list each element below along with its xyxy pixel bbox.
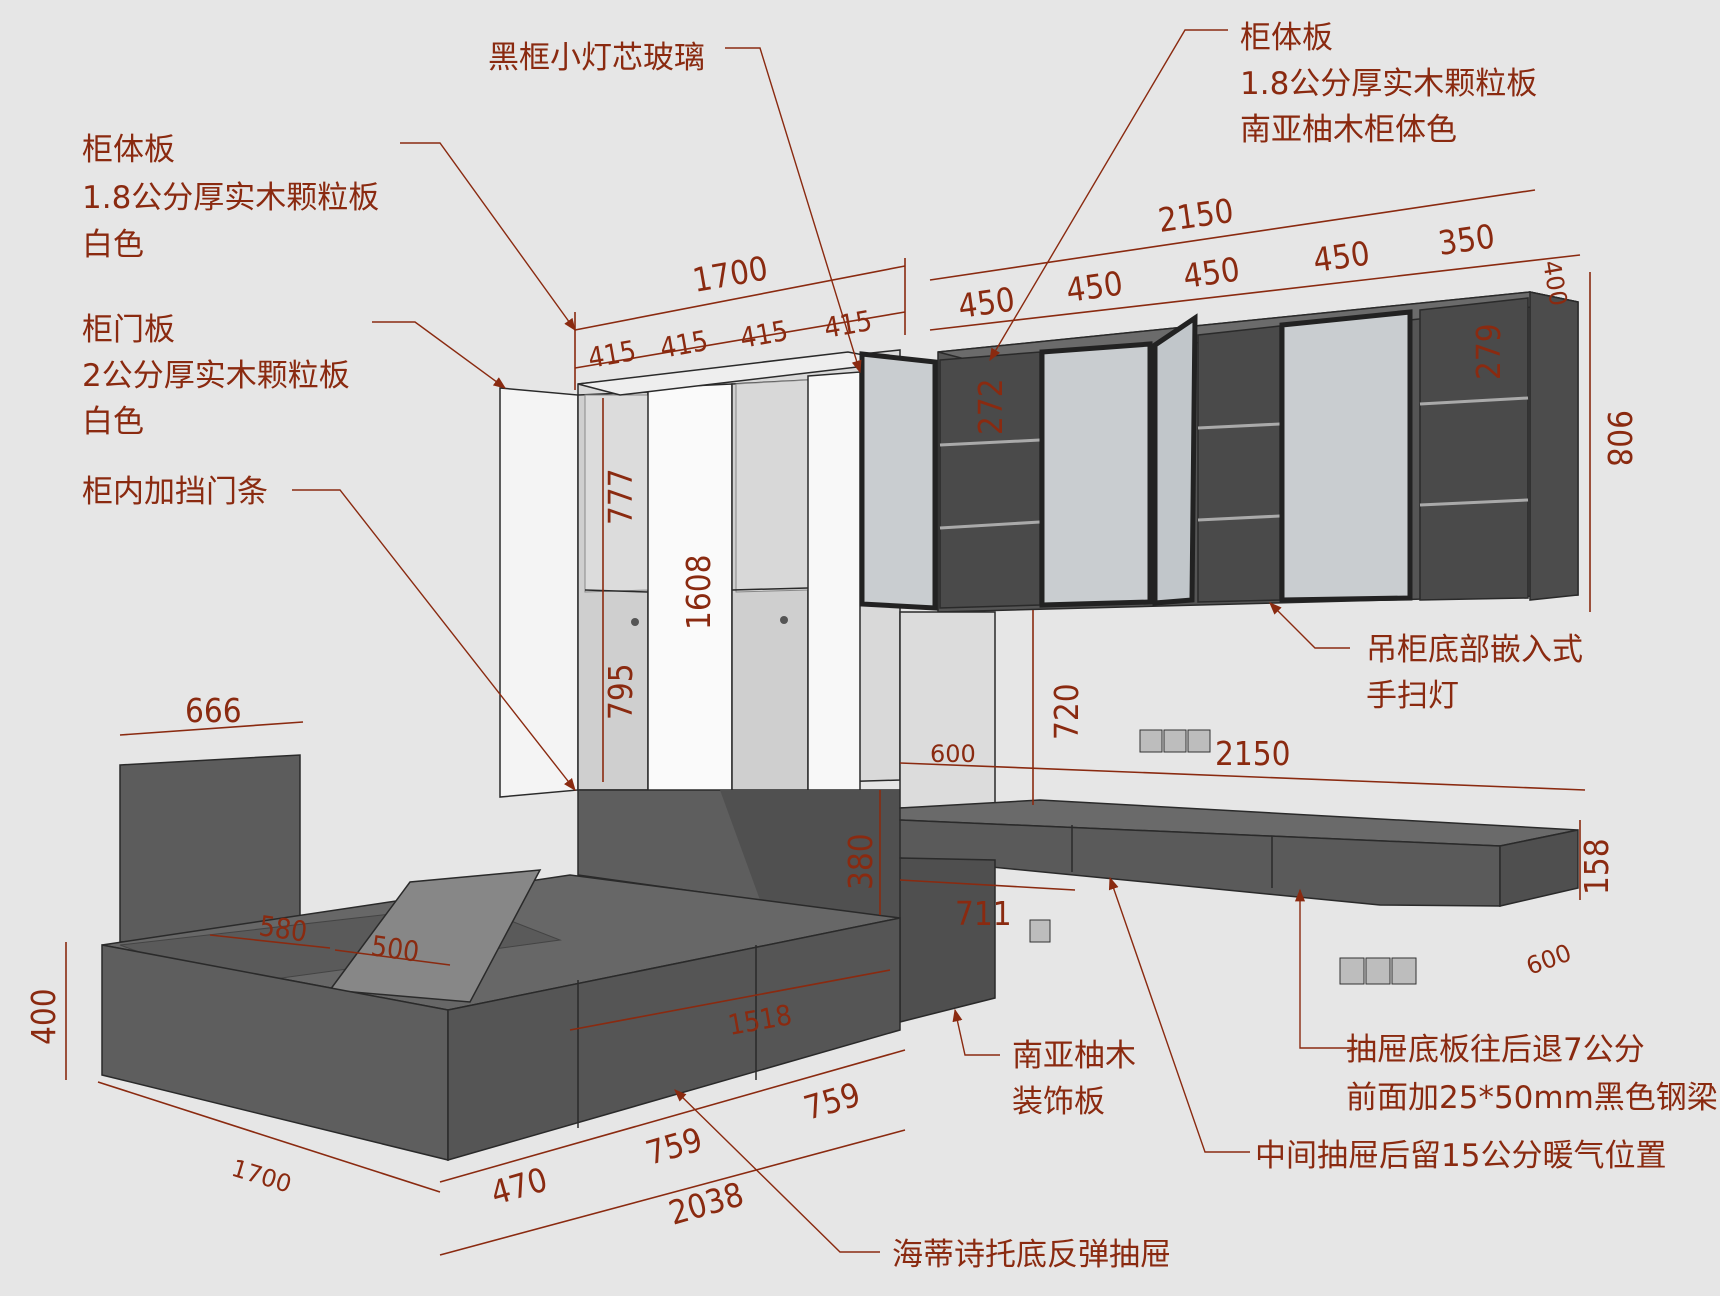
bed: [101, 754, 901, 1161]
dim-wardrobe-section-2: 415: [657, 324, 710, 365]
note-door-board-1: 柜门板: [82, 312, 175, 348]
note-cabinet-board-left-1: 柜体板: [82, 132, 175, 168]
note-door-board-2: 2公分厚实木颗粒板: [82, 358, 350, 394]
note-cabinet-board-left-2: 1.8公分厚实木颗粒板: [82, 180, 379, 216]
wardrobe: [499, 349, 901, 921]
dim-upper-height: 777: [601, 468, 640, 525]
dim-side-panel-depth: 711: [955, 894, 1012, 933]
dim-hanging-section-4: 450: [1311, 233, 1373, 280]
dim-desk-depth: 600: [930, 740, 976, 768]
note-drawer-bottom-2: 前面加25*50mm黑色钢梁: [1346, 1080, 1718, 1116]
note-heater-space: 中间抽屉后留15公分暖气位置: [1255, 1138, 1666, 1174]
dim-lift-depth-2: 500: [369, 929, 421, 968]
note-hanging-light-2: 手扫灯: [1366, 678, 1459, 714]
leader-lines: [292, 29, 1355, 1253]
dim-hanging-section-1: 450: [956, 279, 1018, 326]
dim-base-height: 380: [841, 833, 880, 890]
dim-desk-gap: 720: [1047, 683, 1086, 740]
dim-hanging-section-5: 350: [1436, 216, 1498, 263]
dim-bed-segment-3: 759: [799, 1075, 864, 1128]
note-door-board-3: 白色: [82, 404, 144, 440]
dim-desk-width: 2150: [1215, 734, 1291, 773]
dim-wardrobe-section-1: 415: [585, 334, 638, 375]
dim-hanging-width: 2150: [1156, 191, 1236, 240]
dim-lift-depth-1: 580: [257, 909, 309, 948]
dim-wardrobe-section-4: 415: [821, 304, 874, 345]
dim-lower-height: 795: [601, 663, 640, 720]
note-cabinet-board-left-3: 白色: [82, 227, 144, 263]
note-cabinet-board-right-3: 南亚柚木柜体色: [1240, 112, 1457, 148]
note-hanging-light-1: 吊柜底部嵌入式: [1366, 632, 1583, 668]
dim-bed-segment-1: 470: [486, 1160, 551, 1213]
note-cabinet-board-right-1: 柜体板: [1240, 20, 1333, 56]
note-glass-door: 黑框小灯芯玻璃: [488, 40, 705, 76]
desk: [899, 611, 1579, 1023]
dim-wardrobe-section-3: 415: [737, 314, 790, 355]
dim-headboard-width: 666: [185, 691, 242, 730]
note-door-strip: 柜内加挡门条: [82, 474, 268, 510]
note-teak-panel-2: 装饰板: [1012, 1084, 1105, 1120]
dim-hanging-section-2: 450: [1064, 263, 1126, 310]
annotations: 柜体板 1.8公分厚实木颗粒板 白色 柜门板 2公分厚实木颗粒板 白色 柜内加挡…: [82, 20, 1718, 1273]
dim-desk-thickness: 158: [1577, 838, 1616, 895]
note-cabinet-board-right-2: 1.8公分厚实木颗粒板: [1240, 66, 1537, 102]
note-drawer-hardware: 海蒂诗托底反弹抽屉: [892, 1237, 1171, 1273]
dim-bed-segment-2: 759: [641, 1120, 706, 1173]
dim-bed-length: 2038: [664, 1174, 747, 1232]
dim-hanging-section-3: 450: [1181, 249, 1243, 296]
dim-total-height: 1608: [679, 554, 718, 630]
hanging-cabinet: [859, 291, 1579, 613]
dim-wardrobe-width: 1700: [690, 248, 771, 300]
dim-desk-depth-end: 600: [1522, 939, 1575, 981]
note-drawer-bottom-1: 抽屉底板往后退7公分: [1346, 1032, 1645, 1068]
note-teak-panel-1: 南亚柚木: [1012, 1038, 1136, 1074]
dim-hanging-height: 908: [1600, 410, 1639, 467]
dimension-lines: [65, 189, 1591, 1256]
dim-shelf-spacing-left: 272: [971, 378, 1010, 435]
dim-shelf-spacing-right: 279: [1469, 323, 1508, 380]
dim-bed-width: 1700: [228, 1154, 295, 1199]
dim-bed-height: 400: [24, 988, 63, 1045]
